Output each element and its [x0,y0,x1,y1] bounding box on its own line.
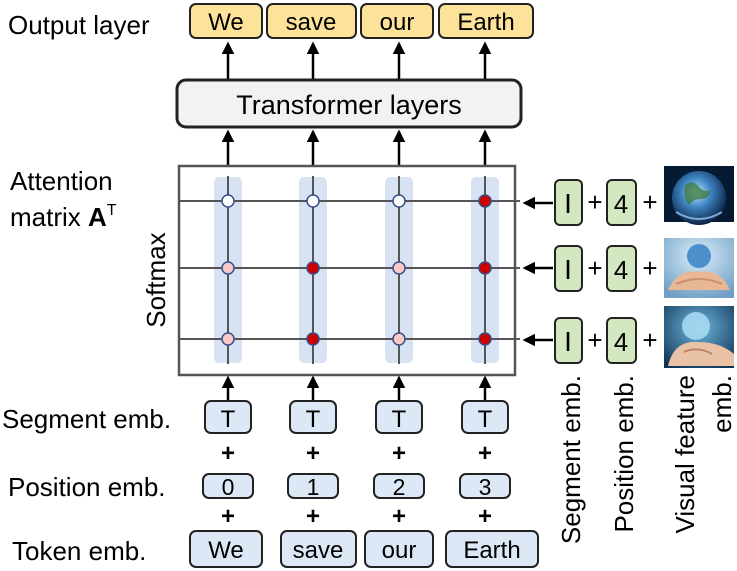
attention-cell-r1-c1 [221,194,235,208]
attention-cell-r3-c1 [221,332,235,346]
softmax-label: Softmax [141,232,171,327]
token-emb-save: save [293,537,344,564]
attention-cell-r3-c3 [392,332,406,346]
transformer-to-output-arrows [221,41,492,80]
token-emb-we: We [208,537,244,564]
attention-cell-r3-c4 [478,332,492,346]
attention-label-bold: A [88,202,107,232]
attention-cell-r2-c3 [392,261,406,275]
visual-row-2-plus-a: + [587,253,602,283]
right-segment-emb-label: Segment emb. [556,375,586,544]
side-input-arrows [522,196,553,347]
visual-input-row-3: I + 4 + [554,306,734,368]
visual-row-2-plus-b: + [642,253,657,283]
hands-holding-earth-image [664,238,734,298]
attention-label-line1: Attention [10,166,113,196]
segment-emb-0: T [221,406,236,433]
output-token-our: our [360,3,434,39]
attention-cell-r2-c1 [221,261,235,275]
position-emb-3: 3 [479,474,492,500]
right-visual-emb-label-line1: Visual feature [670,375,700,534]
plus-1-0: + [221,440,235,467]
position-emb-1: 1 [307,474,320,500]
attention-cell-r2-c2 [306,261,320,275]
input-to-matrix-arrows [221,375,492,400]
position-emb-label: Position emb. [8,472,166,502]
attention-cell-r2-c4 [478,261,492,275]
attention-cell-r1-c3 [392,194,406,208]
visual-row-1-segment: I [564,188,572,219]
plus-2-0: + [221,503,235,530]
visual-row-2-position: 4 [614,255,628,285]
transformer-block: Transformer layers [175,78,523,129]
token-emb-our: our [382,537,417,564]
segment-emb-3: T [478,406,493,433]
visual-row-2-segment: I [564,254,572,285]
output-token-save: save [266,3,357,39]
visual-row-3-position: 4 [614,327,628,357]
plus-1-1: + [306,440,320,467]
transformer-label: Transformer layers [236,90,462,120]
right-visual-emb-label-line2: emb. [707,375,737,433]
token-emb-earth: Earth [463,537,520,564]
matrix-to-transformer-arrows [221,129,492,166]
position-emb-0: 0 [222,474,235,500]
attention-label-line2: matrix AT [10,202,117,232]
segment-emb-label: Segment emb. [2,404,171,434]
attention-cell-r1-c2 [306,194,320,208]
output-token-earth: Earth [438,3,534,39]
position-emb-row: 0 1 2 3 [202,473,511,500]
segment-emb-1: T [306,406,321,433]
plus-2-3: + [478,503,492,530]
output-token-we-text: We [208,9,244,36]
hand-holding-earth-image [664,306,734,368]
visual-row-3-segment: I [564,326,572,357]
output-token-row: We save our Earth [189,3,534,39]
plus-1-3: + [478,440,492,467]
token-emb-label: Token emb. [12,536,146,566]
visual-row-1-plus-a: + [587,187,602,217]
right-position-emb-label: Position emb. [609,375,639,533]
token-emb-row: We save our Earth [189,530,539,568]
output-token-we: We [189,3,263,39]
attention-label-prefix: matrix [10,202,88,232]
position-emb-2: 2 [393,474,406,500]
visual-row-3-plus-a: + [587,325,602,355]
output-layer-label: Output layer [8,10,150,40]
attention-cell-r1-c4 [478,194,492,208]
plus-1-2: + [392,440,406,467]
visual-input-row-1: I + 4 + [554,166,734,226]
attention-cell-r3-c2 [306,332,320,346]
visual-input-row-2: I + 4 + [554,238,734,298]
segment-emb-2: T [392,406,407,433]
output-token-save-text: save [286,9,337,36]
plus-2-1: + [306,503,320,530]
earth-globe-image [664,166,734,225]
output-token-earth-text: Earth [457,9,514,36]
output-token-our-text: our [380,9,415,36]
attention-cells [221,194,492,346]
plus-2-2: + [392,503,406,530]
plus-row-1: + + + + [221,440,492,467]
visual-row-1-plus-b: + [642,187,657,217]
attention-label-sup: T [107,202,117,219]
segment-emb-row: T T T T [204,400,509,434]
visual-row-1-position: 4 [614,189,628,219]
visual-row-3-plus-b: + [642,325,657,355]
plus-row-2: + + + + [221,503,492,530]
